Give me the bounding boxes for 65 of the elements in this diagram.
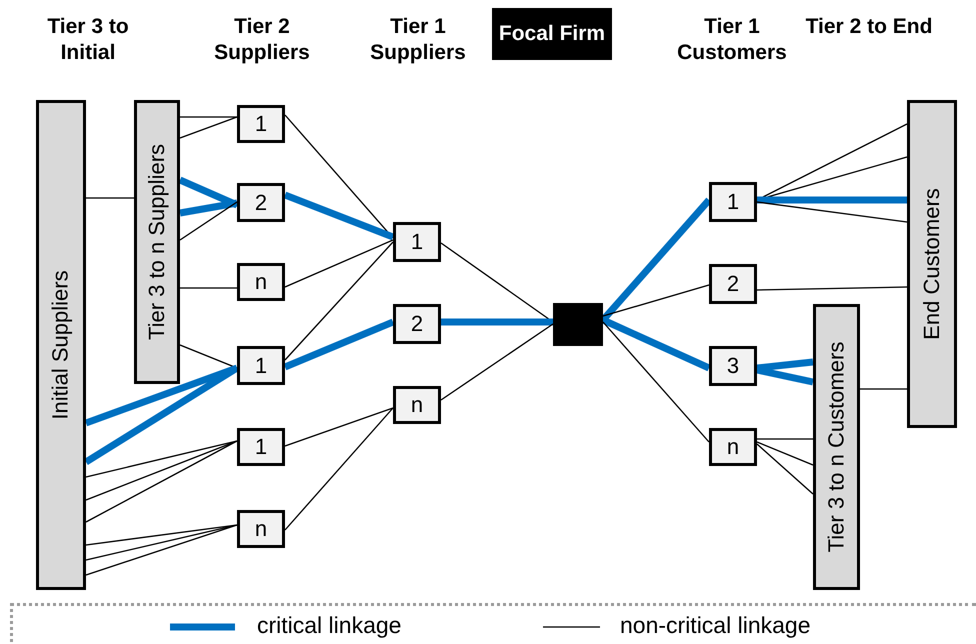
linkage-line bbox=[756, 441, 814, 466]
linkage-line bbox=[284, 242, 394, 360]
critical-linkage-line bbox=[602, 316, 710, 372]
tier-group-bar bbox=[907, 100, 957, 428]
linkage-line bbox=[86, 440, 238, 478]
bar-label: Tier 3 to n Suppliers bbox=[144, 144, 170, 340]
legend-label: non-critical linkage bbox=[620, 612, 810, 639]
linkage-line bbox=[440, 323, 554, 401]
linkage-line bbox=[602, 322, 710, 442]
linkage-line bbox=[284, 408, 394, 530]
tier-group-bar bbox=[134, 100, 180, 384]
tier-box: 1 bbox=[237, 428, 285, 466]
linkage-line bbox=[180, 116, 237, 118]
tier-box: 1 bbox=[237, 105, 285, 143]
critical-linkage-line bbox=[756, 358, 814, 372]
bar-label: Tier 3 to n Customers bbox=[824, 342, 850, 552]
tier-box: 1 bbox=[393, 222, 441, 262]
critical-linkage-line bbox=[757, 196, 907, 204]
linkage-line bbox=[756, 201, 908, 223]
critical-linkage-line bbox=[84, 364, 238, 426]
critical-linkage-line bbox=[179, 200, 238, 216]
bar-label: End Customers bbox=[919, 188, 945, 340]
linkage-line bbox=[757, 438, 813, 440]
linkage-line bbox=[602, 284, 710, 317]
linkage-line bbox=[756, 444, 814, 494]
linkage-line bbox=[86, 524, 238, 546]
linkage-line bbox=[284, 239, 394, 288]
tier-group-bar bbox=[36, 100, 86, 590]
linkage-line bbox=[86, 524, 238, 576]
tier-group-bar bbox=[813, 304, 860, 590]
tier-box: 2 bbox=[393, 304, 441, 344]
column-heading: Tier 1 Suppliers bbox=[369, 14, 467, 66]
tier-box: n bbox=[709, 428, 757, 466]
critical-linkage-line bbox=[284, 318, 394, 370]
focal-firm-header: Focal Firm bbox=[492, 8, 612, 60]
tier-box: 2 bbox=[709, 264, 757, 304]
tier-box: 1 bbox=[237, 346, 285, 385]
column-heading: Tier 1 Customers bbox=[676, 14, 788, 66]
column-heading: Tier 2 Suppliers bbox=[213, 14, 311, 66]
critical-linkage-line bbox=[84, 365, 239, 465]
tier-box: n bbox=[237, 510, 285, 548]
tier-box: n bbox=[393, 386, 441, 424]
column-heading: Tier 3 to Initial bbox=[46, 14, 130, 66]
linkage-line bbox=[180, 116, 238, 139]
linkage-line bbox=[86, 197, 134, 199]
linkage-line bbox=[86, 524, 238, 561]
column-heading: Tier 2 to End bbox=[804, 14, 934, 40]
focal-firm-square bbox=[553, 303, 603, 346]
linkage-line bbox=[860, 388, 907, 390]
tier-box: n bbox=[237, 263, 285, 301]
critical-linkage-line bbox=[284, 192, 394, 240]
critical-linkage-line bbox=[441, 318, 553, 326]
linkage-line bbox=[180, 287, 237, 289]
bar-label: Initial Suppliers bbox=[48, 270, 74, 420]
tier-box: 3 bbox=[709, 346, 757, 386]
critical-linkage-line bbox=[756, 366, 814, 386]
tier-box: 2 bbox=[237, 183, 285, 222]
legend-label: critical linkage bbox=[257, 612, 402, 639]
linkage-line bbox=[86, 440, 238, 523]
linkage-line bbox=[180, 201, 238, 241]
linkage-line bbox=[756, 286, 908, 291]
tier-box: 1 bbox=[709, 182, 757, 222]
linkage-line bbox=[86, 440, 238, 501]
linkage-line bbox=[284, 407, 394, 447]
critical-linkage-line bbox=[178, 176, 238, 208]
